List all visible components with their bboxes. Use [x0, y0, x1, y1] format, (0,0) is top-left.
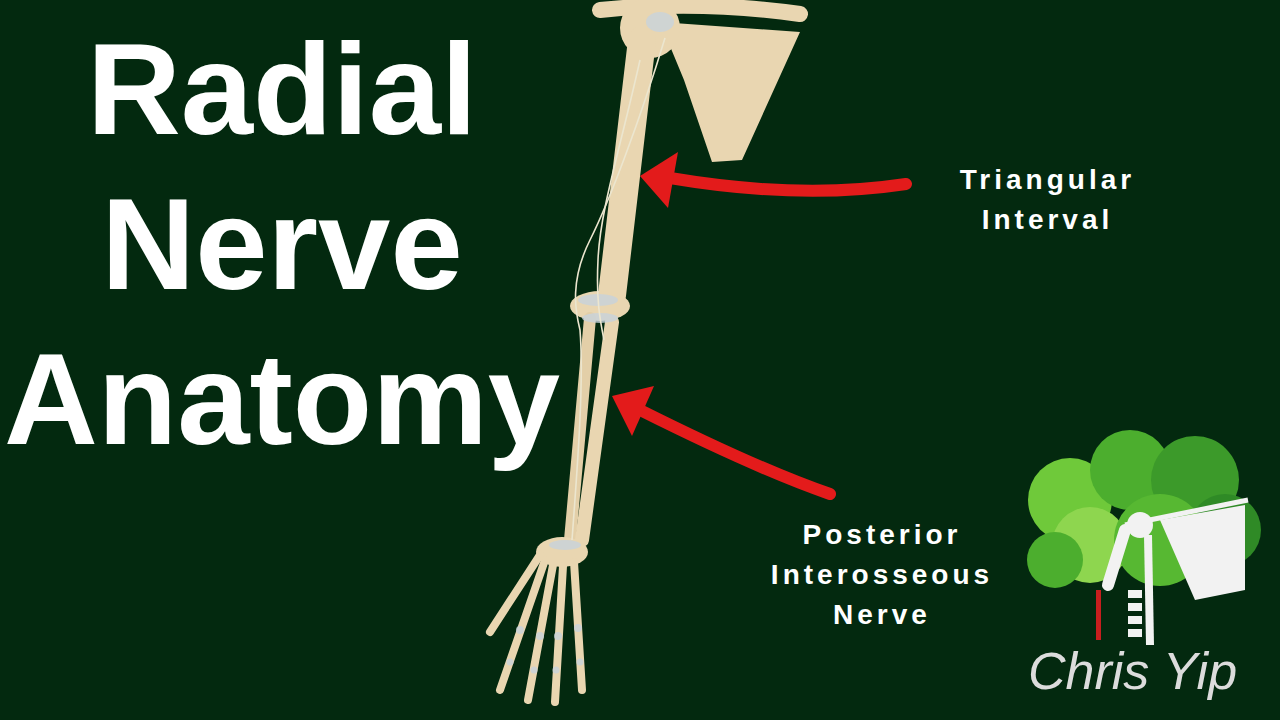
- radial-nerve-path: [572, 38, 665, 540]
- pointer-arrows: [612, 152, 906, 494]
- callout-label: Posterior Interosseous Nerve: [747, 515, 1017, 635]
- thumbnail-title: Radial Nerve Anatomy: [2, 12, 562, 477]
- callout-label: Triangular Interval: [935, 160, 1160, 240]
- tree-logo: [1027, 430, 1261, 645]
- author-watermark: Chris Yip: [1028, 640, 1237, 702]
